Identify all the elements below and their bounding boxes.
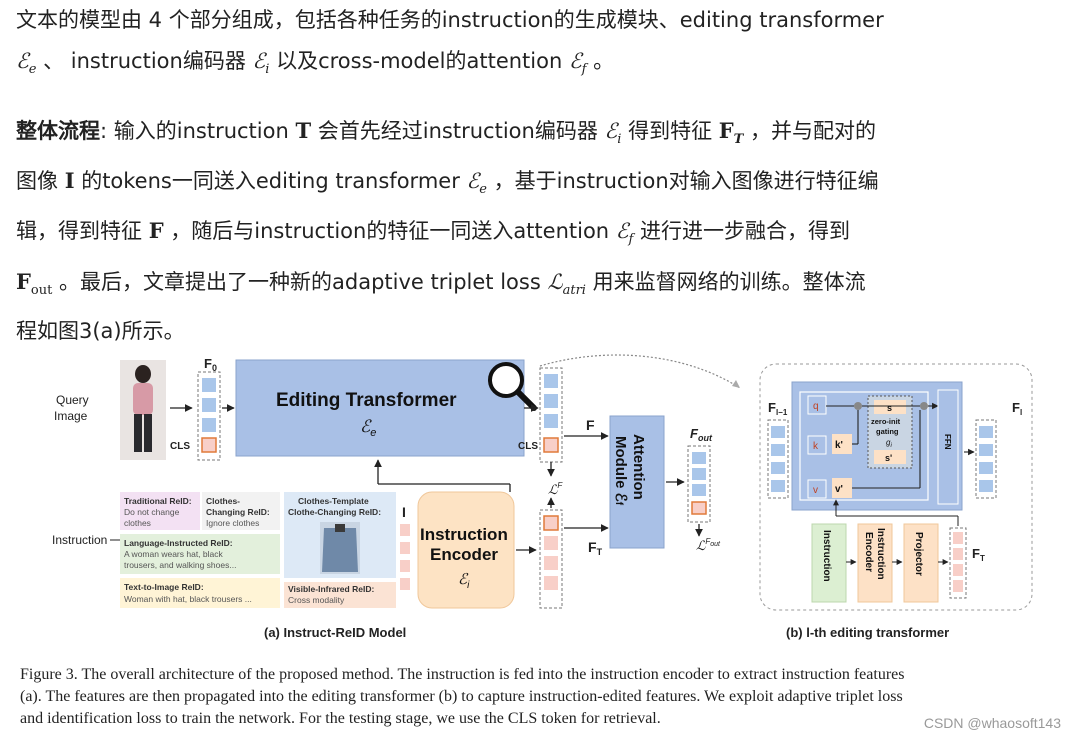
vp-box bbox=[832, 478, 852, 498]
flow-line-2: 图像 I 的tokens一同送入editing transformer ℰe ，… bbox=[16, 168, 879, 198]
instruction-card-text-to-image: Text-to-Image ReID: Woman with hat, blac… bbox=[120, 578, 280, 608]
caption-line-1: Figure 3. The overall architecture of th… bbox=[20, 666, 905, 683]
query-label-2: Image bbox=[54, 409, 88, 423]
svg-text:Projector: Projector bbox=[913, 532, 924, 576]
instruction-encoder-symbol: ℰi bbox=[458, 571, 470, 591]
flow-line-3: 辑，得到特征 F ，随后与instruction的特征一同送入attention… bbox=[16, 218, 851, 248]
svg-text:Traditional ReID:: Traditional ReID: bbox=[124, 496, 192, 506]
flow-heading: 整体流程 bbox=[16, 119, 100, 143]
f0-token-column bbox=[197, 371, 221, 461]
svg-text:k: k bbox=[813, 441, 819, 452]
svg-text:Changing ReID:: Changing ReID: bbox=[206, 507, 270, 517]
svg-text:zero-init: zero-init bbox=[871, 417, 901, 426]
b-encoder-block bbox=[857, 523, 893, 603]
instruction-card-visible-infrared: Visible-Infrared ReID: Cross modality bbox=[284, 582, 396, 608]
editing-transformer-symbol: ℰe bbox=[360, 417, 376, 439]
svg-text:Instruction: Instruction bbox=[875, 528, 886, 580]
panel-b-frame bbox=[759, 363, 1033, 611]
svg-text:clothes: clothes bbox=[124, 518, 151, 528]
lf-label: ℒF bbox=[548, 481, 563, 497]
instruction-card-traditional: Traditional ReID: Do not change clothes bbox=[120, 492, 200, 530]
flow-line-5: 程如图3(a)所示。 bbox=[16, 318, 185, 343]
svg-text:q: q bbox=[813, 401, 819, 412]
fout-token-column bbox=[687, 445, 711, 523]
attention-module-block bbox=[609, 415, 665, 549]
math-Ee: ℰe bbox=[16, 49, 37, 78]
figure-caption: Figure 3. The overall architecture of th… bbox=[20, 664, 1050, 730]
math-Ef: ℰf bbox=[568, 49, 587, 78]
instruction-encoder-block bbox=[417, 491, 515, 609]
fout-label: Fout bbox=[690, 426, 713, 443]
ffn-block bbox=[937, 389, 959, 505]
svg-text:Clothes-: Clothes- bbox=[206, 496, 240, 506]
query-person-image bbox=[120, 360, 166, 460]
svg-text:s: s bbox=[887, 403, 892, 413]
flow-paragraph: 整体流程: 输入的instruction T 会首先经过instruction编… bbox=[16, 110, 1058, 352]
k-box bbox=[807, 435, 827, 455]
csdn-watermark: CSDN @whaosoft143 bbox=[923, 715, 1061, 731]
instruction-card-clothes-changing: Clothes- Changing ReID: Ignore clothes bbox=[202, 492, 280, 530]
attention-module-title-2: Module ℰf bbox=[612, 436, 629, 506]
svg-text:s': s' bbox=[885, 453, 892, 463]
svg-text:Encoder: Encoder bbox=[863, 532, 874, 572]
f0-label: F0 bbox=[204, 356, 217, 373]
instruction-encoder-title-2: Encoder bbox=[430, 545, 498, 564]
instruction-label: Instruction bbox=[52, 533, 107, 547]
intro-paragraph: 文本的模型由 4 个部分组成，包括各种任务的instruction的生成模块、e… bbox=[16, 0, 1058, 90]
v-box bbox=[807, 479, 827, 499]
svg-text:Clothes-Template: Clothes-Template bbox=[298, 496, 369, 506]
svg-text:Clothe-Changing ReID:: Clothe-Changing ReID: bbox=[288, 507, 381, 517]
svg-text:k': k' bbox=[835, 440, 843, 451]
ft-token-column bbox=[539, 509, 563, 609]
instruction-encoder-title-1: Instruction bbox=[420, 525, 508, 544]
math-Ei: ℰi bbox=[252, 49, 270, 78]
query-label-1: Query bbox=[56, 393, 89, 407]
cls-label-left: CLS bbox=[170, 441, 190, 452]
fl-label: Fl bbox=[1012, 400, 1022, 417]
caption-a: (a) Instruct-ReID Model bbox=[264, 625, 406, 640]
kp-box bbox=[832, 434, 852, 454]
editing-transformer-title: Editing Transformer bbox=[276, 390, 457, 411]
svg-text:Instruction: Instruction bbox=[821, 530, 832, 582]
flow-line-4: Fout 。最后，文章提出了一种新的adaptive triplet loss … bbox=[16, 268, 866, 298]
b-projector-block bbox=[903, 523, 939, 603]
svg-text:Language-Instructed ReID:: Language-Instructed ReID: bbox=[124, 538, 233, 548]
editing-transformer-block bbox=[235, 359, 525, 457]
svg-text:Do not change: Do not change bbox=[124, 507, 180, 517]
b-instruction-block bbox=[811, 523, 847, 603]
svg-text:Cross modality: Cross modality bbox=[288, 595, 345, 605]
instruction-card-template: Clothes-Template Clothe-Changing ReID: bbox=[284, 492, 396, 578]
b-ft-label: FT bbox=[972, 546, 985, 563]
svg-text:gi: gi bbox=[886, 438, 892, 449]
svg-text:Visible-Infrared ReID:: Visible-Infrared ReID: bbox=[288, 584, 374, 594]
instruction-card-language: Language-Instructed ReID: A woman wears … bbox=[120, 534, 280, 574]
intro-line-2: ℰe 、 instruction编码器 ℰi 以及cross-model的att… bbox=[16, 49, 615, 78]
architecture-figure: Query Image F0 CLS Editing Transformer ℰ… bbox=[52, 354, 1033, 640]
svg-text:Woman with hat, black trousers: Woman with hat, black trousers ... bbox=[124, 594, 252, 604]
lfout-label: ℒFout bbox=[696, 537, 721, 553]
caption-line-3: and identification loss to train the net… bbox=[20, 710, 661, 727]
attention-module-title-1: Attention bbox=[630, 434, 647, 500]
svg-text:Text-to-Image ReID:: Text-to-Image ReID: bbox=[124, 582, 204, 592]
svg-text:gating: gating bbox=[876, 427, 899, 436]
q-box bbox=[807, 395, 827, 415]
svg-text:v': v' bbox=[835, 484, 843, 495]
ft-label: FT bbox=[588, 539, 603, 557]
fl1-label: Fl−1 bbox=[768, 400, 788, 417]
cls-label-right: CLS bbox=[518, 441, 538, 452]
svg-text:FFN: FFN bbox=[943, 434, 952, 450]
caption-line-2: (a). The features are then propagated in… bbox=[20, 688, 903, 705]
svg-text:A woman wears hat, black: A woman wears hat, black bbox=[124, 549, 223, 559]
caption-b: (b) l-th editing transformer bbox=[786, 625, 949, 640]
flow-line-1: 整体流程: 输入的instruction T 会首先经过instruction编… bbox=[16, 118, 877, 148]
intro-line-1: 文本的模型由 4 个部分组成，包括各种任务的instruction的生成模块、e… bbox=[16, 8, 884, 32]
f-label: F bbox=[586, 417, 595, 433]
svg-text:trousers, and walking shoes...: trousers, and walking shoes... bbox=[124, 560, 236, 570]
svg-text:v: v bbox=[813, 485, 818, 496]
svg-text:Ignore clothes: Ignore clothes bbox=[206, 518, 259, 528]
i-label: I bbox=[402, 504, 406, 520]
